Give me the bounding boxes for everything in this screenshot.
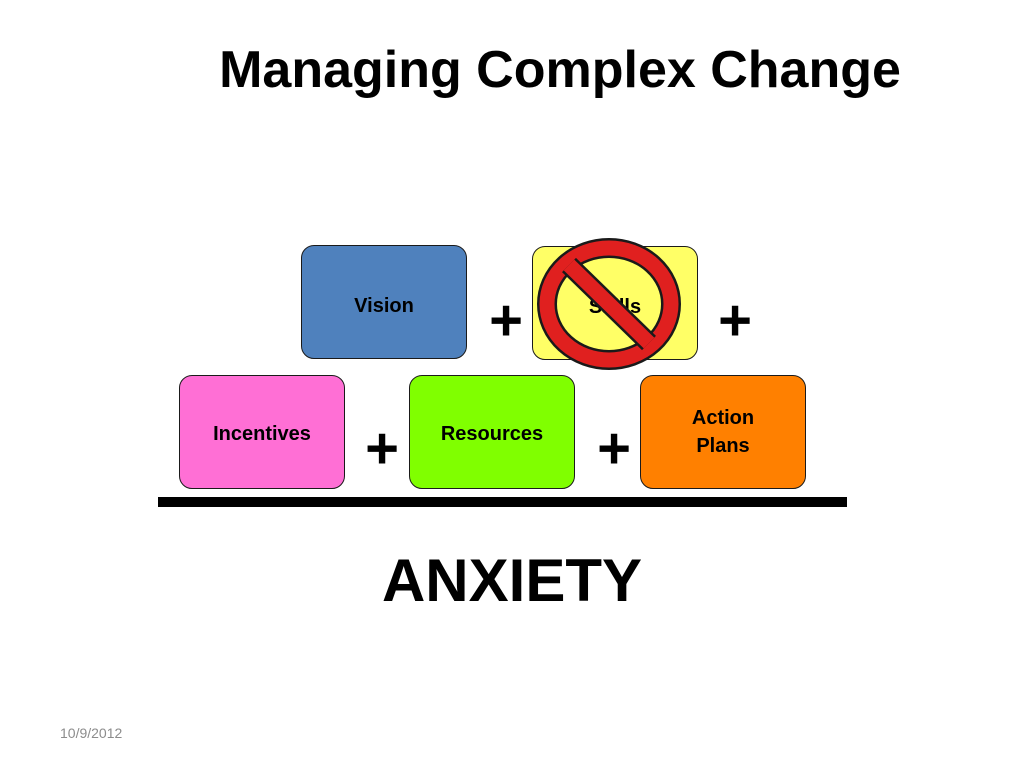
action-plans-label-line2: Plans	[696, 435, 750, 457]
plus-operator: +	[489, 288, 523, 353]
prohibition-icon	[537, 238, 681, 370]
footer-date: 10/9/2012	[60, 725, 123, 741]
resources-label: Resources	[440, 423, 544, 445]
slide-title: Managing Complex Change	[219, 41, 901, 99]
plus-operator: +	[718, 288, 752, 353]
plus-operator: +	[597, 416, 631, 481]
vision-label: Vision	[354, 295, 414, 317]
incentives-label: Incentives	[213, 423, 311, 445]
plus-operator: +	[365, 416, 399, 481]
incentives-box: Incentives	[179, 375, 345, 489]
fraction-bar	[158, 497, 847, 507]
result-label: ANXIETY	[381, 547, 643, 614]
action-plans-label-line1: Action	[691, 407, 755, 429]
action-plans-box: Action Plans	[640, 375, 806, 489]
vision-box: Vision	[301, 245, 467, 359]
resources-box: Resources	[409, 375, 575, 489]
